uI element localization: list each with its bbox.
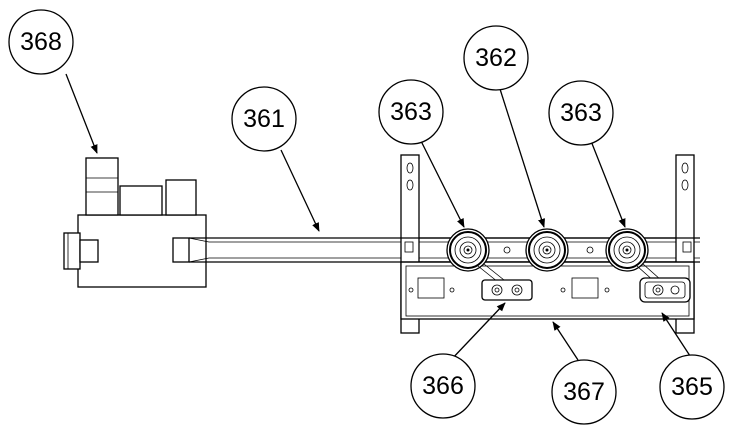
leader-lines <box>65 73 695 363</box>
block-assembly-368 <box>63 157 207 288</box>
callout-label-361: 361 <box>243 105 285 133</box>
callout-366: 366 <box>410 353 476 419</box>
callout-label-362: 362 <box>475 44 517 72</box>
roller-363-right <box>605 228 649 272</box>
connector-366 <box>477 263 533 301</box>
callout-368: 368 <box>8 9 74 75</box>
callout-label-363-right: 363 <box>560 99 602 127</box>
callout-363-left: 363 <box>378 79 444 145</box>
roller-362-center <box>525 228 569 272</box>
callout-367: 367 <box>551 359 617 425</box>
callout-label-365: 365 <box>671 373 713 401</box>
roller-363-left <box>446 228 490 272</box>
callout-label-367: 367 <box>563 378 605 406</box>
callout-365: 365 <box>659 354 725 420</box>
connector-365 <box>636 263 691 303</box>
callout-label-368: 368 <box>20 28 62 56</box>
callout-361: 361 <box>231 86 297 152</box>
callout-363-right: 363 <box>548 80 614 146</box>
callout-362: 362 <box>463 25 529 91</box>
callout-label-366: 366 <box>422 372 464 400</box>
callout-label-363-left: 363 <box>390 98 432 126</box>
